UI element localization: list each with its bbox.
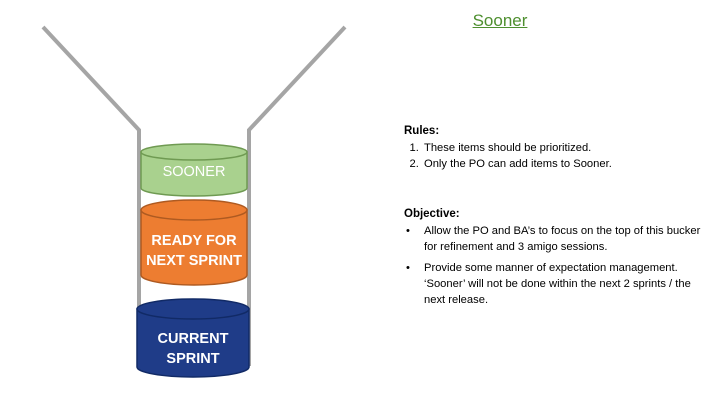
rule-item: Only the PO can add items to Sooner.	[422, 156, 704, 172]
bucket-ready-body	[140, 209, 248, 286]
bucket-ready-top	[140, 199, 248, 221]
rule-item: These items should be prioritized.	[422, 140, 704, 156]
bucket-sooner-body	[140, 151, 248, 197]
objective-heading: Objective:	[404, 208, 460, 220]
objective-item: Provide some manner of expectation manag…	[406, 260, 704, 308]
bucket-current-sprint-label-line-2: SPRINT	[166, 351, 219, 367]
bucket-ready-label-line-2: NEXT SPRINT	[146, 253, 242, 269]
bucket-current-sprint-top	[136, 298, 250, 320]
bucket-ready-for-next-sprint: READY FOR NEXT SPRINT	[140, 199, 248, 286]
objective-list: Allow the PO and BA’s to focus on the to…	[404, 223, 704, 308]
rules-heading: Rules:	[404, 125, 440, 137]
bucket-current-sprint-label-line-1: CURRENT	[158, 331, 229, 347]
bucket-sooner-top	[140, 143, 248, 161]
bucket-ready-label-line-1: READY FOR	[151, 233, 237, 249]
bucket-sooner-label: SOONER	[163, 164, 226, 180]
funnel-right-wall	[247, 25, 347, 366]
objective-item: Allow the PO and BA’s to focus on the to…	[406, 223, 704, 255]
bucket-current-sprint: CURRENT SPRINT	[136, 298, 250, 378]
rules-list: These items should be prioritized. Only …	[404, 140, 704, 172]
rules-section: Rules: These items should be prioritized…	[404, 123, 704, 172]
bucket-current-sprint-body	[136, 308, 250, 378]
funnel-diagram: CURRENT SPRINT READY FOR NEXT SPRINT SOO…	[41, 25, 347, 378]
bucket-sooner: SOONER	[140, 143, 248, 197]
objective-section: Objective: Allow the PO and BA’s to focu…	[404, 206, 704, 313]
funnel-left-wall	[41, 25, 141, 366]
funnel-outline	[41, 25, 347, 366]
slide-title: Sooner	[472, 11, 528, 30]
